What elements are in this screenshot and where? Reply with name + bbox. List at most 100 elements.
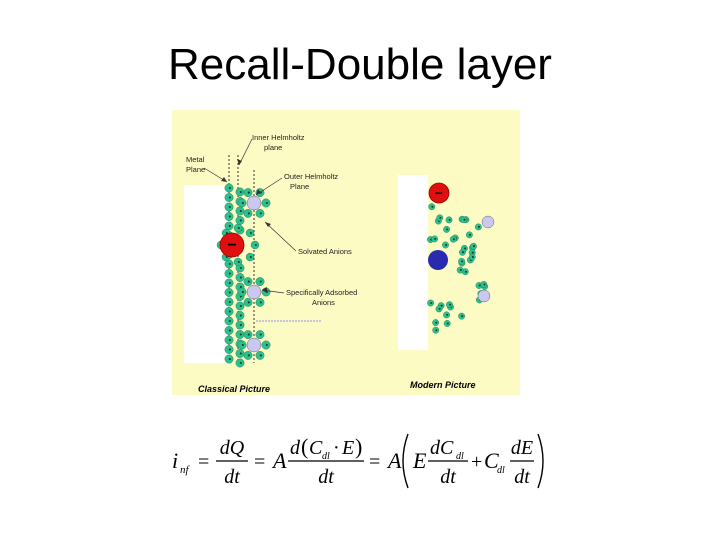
solvent-molecule — [461, 244, 468, 252]
solvent-molecule — [235, 301, 245, 311]
classical-adsorbed-ion-3 — [246, 337, 262, 353]
slide-title: Recall-Double layer — [168, 40, 552, 89]
eq-paren-close-1: ) — [355, 434, 362, 459]
solvent-molecule — [255, 297, 265, 307]
solvent-molecule — [224, 297, 234, 307]
faradaic-current-equation: i nf = dQ dt = A d ( C dl · E ) dt = A E… — [170, 428, 550, 492]
solvent-molecule — [243, 297, 253, 307]
solvent-molecule — [235, 320, 245, 330]
label-outer-helmholtz-1: Outer Helmholtz — [284, 172, 338, 181]
eq-e-2: E — [412, 448, 427, 473]
solvent-molecule — [250, 240, 260, 250]
solvent-molecule — [468, 253, 476, 261]
label-inner-helmholtz-2: plane — [264, 143, 282, 152]
modern-metal-plane — [398, 175, 428, 350]
solvent-molecule — [432, 326, 440, 334]
solvent-molecule — [261, 198, 271, 208]
solvent-molecule — [237, 287, 247, 297]
classical-adsorbed-ion-2 — [246, 284, 262, 300]
eq-paren-open-1: ( — [301, 434, 308, 459]
eq-dl-sub-3: dl — [497, 465, 505, 476]
solvent-molecule — [243, 188, 253, 198]
label-metal-1: Metal — [186, 155, 205, 164]
solvent-molecule — [235, 187, 245, 197]
eq-current-subscript: nf — [180, 464, 191, 476]
arrowhead-solvated — [265, 222, 271, 227]
eq-area-1: A — [271, 448, 287, 473]
eq-dl-sub-2: dl — [456, 451, 464, 462]
solvent-molecule — [428, 203, 436, 211]
modern-anion — [428, 182, 450, 204]
double-layer-diagram: − Inner Helmholtz plane Metal Plane Oute… — [172, 110, 520, 395]
label-inner-helmholtz-1: Inner Helmholtz — [252, 133, 305, 142]
modern-adsorbed-ion-1 — [481, 215, 495, 229]
solvent-molecule — [235, 216, 245, 225]
classical-metal-plane — [184, 185, 229, 363]
eq-c-2: C — [484, 448, 499, 473]
eq-dq: dQ — [220, 437, 245, 459]
solvent-molecule — [224, 193, 234, 202]
solvent-molecule — [224, 183, 234, 193]
solvent-molecule — [224, 354, 234, 364]
solvent-molecule — [458, 257, 465, 265]
eq-c-1: C — [309, 437, 323, 459]
solvent-molecule — [235, 358, 245, 368]
solvent-molecule — [224, 288, 234, 297]
modern-cation — [428, 250, 448, 270]
solvent-molecule — [427, 299, 435, 307]
solvent-molecule — [458, 312, 465, 320]
eq-big-paren-open — [402, 433, 409, 489]
solvent-molecule — [235, 349, 245, 358]
eq-equals-2: = — [254, 451, 265, 473]
solvent-molecule — [224, 221, 234, 231]
eq-current-symbol: i — [172, 448, 178, 473]
eq-dc: dC — [430, 437, 454, 459]
solvent-molecule — [224, 202, 234, 212]
label-metal-2: Plane — [186, 165, 205, 174]
solvent-molecule — [243, 350, 253, 360]
solvent-molecule — [243, 330, 253, 340]
solvent-molecule — [443, 320, 451, 327]
solvent-molecule — [224, 307, 234, 316]
arrow-solvated-anions — [264, 221, 297, 252]
caption-classical: Classical Picture — [198, 384, 270, 394]
arrowhead-outer — [256, 189, 261, 195]
solvent-molecule — [224, 345, 234, 354]
solvent-molecule — [432, 319, 440, 327]
solvent-molecule — [235, 330, 245, 339]
solvent-molecule — [235, 273, 245, 282]
solvent-molecule — [224, 316, 234, 326]
solvent-molecule — [435, 305, 443, 313]
solvent-molecule — [224, 269, 234, 278]
solvent-molecule — [255, 350, 265, 360]
solvent-molecule — [224, 326, 234, 335]
solvent-molecule — [442, 241, 449, 249]
solvent-molecule — [436, 214, 444, 222]
classical-anion-sign: − — [227, 237, 236, 254]
solvent-molecule — [224, 278, 234, 288]
arrowhead-inner — [237, 159, 242, 165]
solvent-molecule — [243, 208, 253, 218]
arrowhead-adsorbed — [262, 287, 267, 293]
label-solvated-anions: Solvated Anions — [298, 247, 352, 256]
caption-modern: Modern Picture — [410, 380, 476, 390]
solvent-molecule — [224, 335, 234, 345]
solvent-molecule — [460, 216, 468, 224]
solvent-molecule — [235, 206, 245, 216]
solvent-molecule — [235, 311, 245, 320]
label-adsorbed-anions-1: Specifically Adsorbed — [286, 288, 357, 297]
arrowhead-metal — [221, 177, 227, 182]
solvent-molecule — [245, 252, 255, 262]
solvent-molecule — [255, 208, 265, 218]
solvent-molecule — [255, 330, 265, 340]
solvent-molecule — [233, 223, 243, 233]
equation-svg: i nf = dQ dt = A d ( C dl · E ) dt = A E… — [172, 433, 544, 489]
solvent-molecule — [245, 228, 255, 238]
solvent-molecule — [474, 223, 482, 231]
eq-area-2: A — [386, 448, 402, 473]
solvent-molecule — [233, 257, 243, 267]
eq-d-1: d — [290, 437, 301, 459]
eq-dt-3: dt — [440, 466, 456, 488]
eq-dt-2: dt — [318, 466, 334, 488]
label-outer-helmholtz-2: Plane — [290, 182, 309, 191]
